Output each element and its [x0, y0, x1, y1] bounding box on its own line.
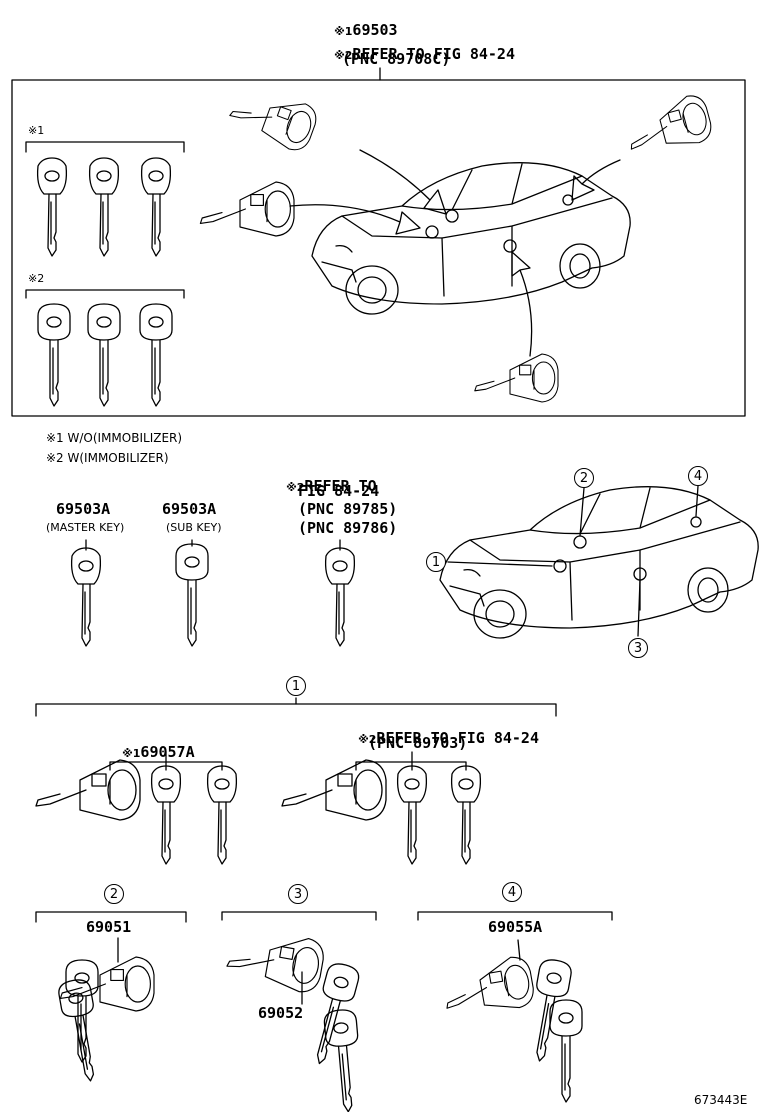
key-icon — [88, 157, 120, 257]
figure-id: 673443E — [694, 1093, 748, 1107]
car-top-icon — [311, 162, 631, 315]
group-1-part: ※169057A — [104, 730, 195, 760]
car-callout-icon — [439, 486, 759, 639]
legend-note-2: ※2 W(IMMOBILIZER) — [46, 451, 169, 465]
group-1-refer: ※2REFER TO FIG 84-24 — [340, 716, 539, 746]
key-icon — [549, 999, 583, 1103]
group-4-bracket — [417, 911, 613, 921]
ignition-cylinder-icon — [199, 181, 295, 237]
master-key-part: 69503A — [56, 500, 111, 518]
arrow-icon — [511, 251, 533, 357]
group-2-part: 69051 — [86, 918, 132, 936]
legend-note-1: ※1 W/O(IMMOBILIZER) — [46, 431, 183, 445]
arrow-icon — [359, 149, 447, 215]
key-icon — [36, 157, 68, 257]
group-4-number: 4 — [502, 882, 522, 902]
keys-refer-line2: FIG 84-24 — [298, 482, 380, 500]
callout-1: 1 — [426, 552, 446, 572]
group-1-refer-label: REFER TO FIG 84-24 — [376, 729, 539, 747]
group-3-bracket — [221, 911, 377, 921]
door-lock-cylinder-icon — [224, 924, 327, 996]
frame-note-mark-2: ※2 — [28, 272, 45, 285]
trunk-cylinder-icon — [439, 953, 537, 1021]
sub-key-part: 69503A — [162, 500, 217, 518]
note-mark-2: ※2 — [286, 481, 305, 494]
key-icon — [150, 765, 182, 865]
keys-refer-text: REFER TO — [304, 477, 377, 495]
group-3-part: 69052 — [258, 1004, 304, 1022]
key-icon — [396, 765, 428, 865]
group-1-part-label: 69057A — [140, 743, 195, 761]
immobilizer-key-icon — [324, 547, 356, 647]
top-frame — [11, 79, 746, 417]
group-1-bracket — [35, 703, 557, 717]
sub-key-label: (SUB KEY) — [166, 521, 222, 534]
ignition-cylinder-icon — [281, 759, 387, 821]
callout-2: 2 — [574, 468, 594, 488]
top-pnc: (PNC 89708C) — [342, 50, 451, 68]
trunk-cylinder-icon — [621, 91, 716, 161]
master-key-label: (MASTER KEY) — [46, 521, 125, 534]
keys-refer-line3: (PNC 89785) — [298, 500, 398, 518]
group-4-part: 69055A — [488, 918, 543, 936]
group-2-number: 2 — [104, 884, 124, 904]
keys-refer-line4: (PNC 89786) — [298, 519, 398, 537]
key-icon — [322, 1008, 365, 1112]
note-mark-2: ※2 — [334, 49, 353, 62]
keys-refer-line1: ※2REFER TO — [268, 464, 377, 494]
group-1-pnc: (PNC 89703) — [368, 734, 468, 752]
door-lock-cylinder-icon — [225, 80, 322, 156]
group-1-number: 1 — [286, 676, 306, 696]
key-icon — [450, 765, 482, 865]
top-refer: ※2REFER TO FIG 84-24 — [316, 32, 515, 62]
note-mark-1: ※1 — [122, 747, 141, 760]
key-icon — [139, 303, 173, 407]
key-icon — [140, 157, 172, 257]
bracket-2 — [25, 289, 185, 299]
key-icon — [303, 960, 362, 1069]
top-part-label: 69503 — [352, 21, 398, 39]
note-mark-2: ※2 — [358, 733, 377, 746]
key-icon — [87, 303, 121, 407]
ignition-cylinder-icon — [35, 759, 141, 821]
callout-4: 4 — [688, 466, 708, 486]
arrow-icon — [289, 204, 421, 235]
frame-note-mark-1: ※1 — [28, 124, 45, 137]
top-part-number: ※169503 — [316, 8, 398, 38]
door-cylinder-icon — [474, 353, 559, 403]
sub-key-icon — [175, 543, 209, 647]
master-key-icon — [70, 547, 102, 647]
arrow-icon — [571, 159, 621, 201]
key-icon — [206, 765, 238, 865]
bracket-1 — [25, 141, 185, 153]
note-mark-1: ※1 — [334, 25, 353, 38]
key-icon — [65, 959, 99, 1063]
group-2-bracket — [35, 911, 187, 923]
key-icon — [37, 303, 71, 407]
group-3-number: 3 — [288, 884, 308, 904]
top-refer-label: REFER TO FIG 84-24 — [352, 45, 515, 63]
callout-3: 3 — [628, 638, 648, 658]
